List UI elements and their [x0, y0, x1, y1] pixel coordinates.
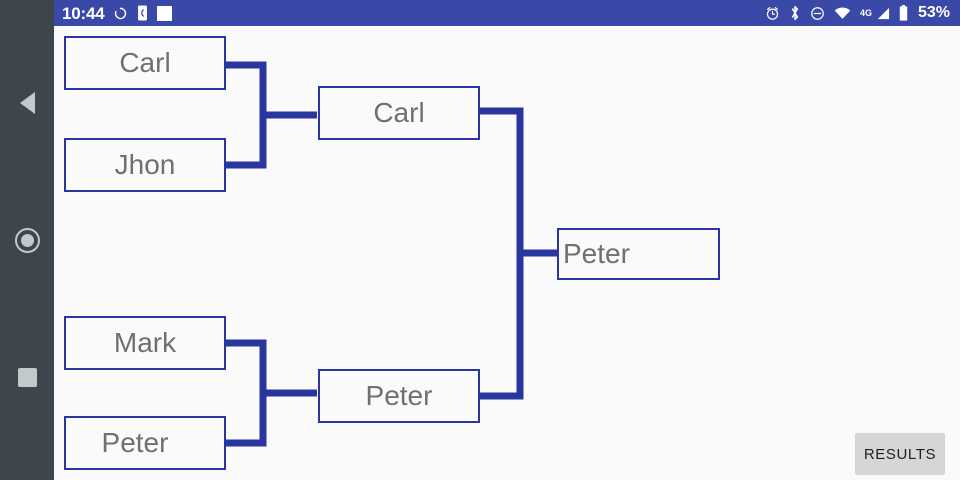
bracket-slot-label: Jhon: [114, 149, 176, 180]
network-type-label: 4G: [859, 7, 872, 18]
bracket-slot-label: Carl: [119, 47, 171, 78]
bluetooth-icon: [791, 5, 799, 21]
nav-home-button[interactable]: [0, 213, 54, 267]
bracket-slot-r2m1[interactable]: Carl: [318, 86, 480, 140]
results-button[interactable]: RESULTS: [855, 433, 945, 475]
status-bar-right-group: 4G 53%: [765, 5, 950, 21]
bracket-slot-r1m1p1[interactable]: Carl: [64, 36, 226, 90]
bracket-slot-winner[interactable]: Peter: [557, 228, 720, 280]
cellular-signal-icon: [877, 7, 890, 19]
bracket-connector-lines: [223, 61, 560, 447]
bracket-slot-label: Peter: [365, 380, 433, 411]
status-bar-left-group: 10:44: [62, 3, 173, 23]
vibrate-phone-icon: [138, 5, 148, 21]
bracket-slot-r2m2[interactable]: Peter: [318, 369, 480, 423]
white-square-icon: [157, 5, 173, 21]
battery-percent-label: 53%: [917, 4, 950, 21]
home-circle-icon: [14, 227, 40, 253]
status-bar: 10:44: [54, 0, 960, 26]
bracket-slot-label: Mark: [113, 327, 177, 358]
do-not-disturb-icon: [811, 6, 824, 20]
bracket-slot-label: Peter: [101, 427, 169, 458]
nav-recents-button[interactable]: [0, 350, 54, 404]
nav-back-button[interactable]: [0, 76, 54, 130]
alarm-clock-icon: [766, 6, 779, 20]
status-clock: 10:44: [62, 3, 105, 23]
tournament-bracket: Carl Jhon Mark Peter Carl Peter Peter: [54, 26, 960, 480]
android-navigation-bar: [0, 0, 54, 480]
bracket-slot-r1m2p1[interactable]: Mark: [64, 316, 226, 370]
back-triangle-icon: [19, 92, 35, 114]
sync-rotation-icon: [115, 6, 127, 19]
battery-icon: [899, 5, 908, 21]
wifi-icon: [834, 6, 851, 19]
connector-lower-round1: [223, 339, 267, 447]
connector-upper-round1: [223, 61, 267, 169]
bracket-slot-r1m1p2[interactable]: Jhon: [64, 138, 226, 192]
bracket-slot-label: Carl: [373, 97, 425, 128]
recents-square-icon: [17, 367, 37, 387]
connector-final: [478, 107, 524, 400]
bracket-slot-label: Peter: [563, 238, 630, 269]
bracket-slot-r1m2p2[interactable]: Peter: [64, 416, 226, 470]
